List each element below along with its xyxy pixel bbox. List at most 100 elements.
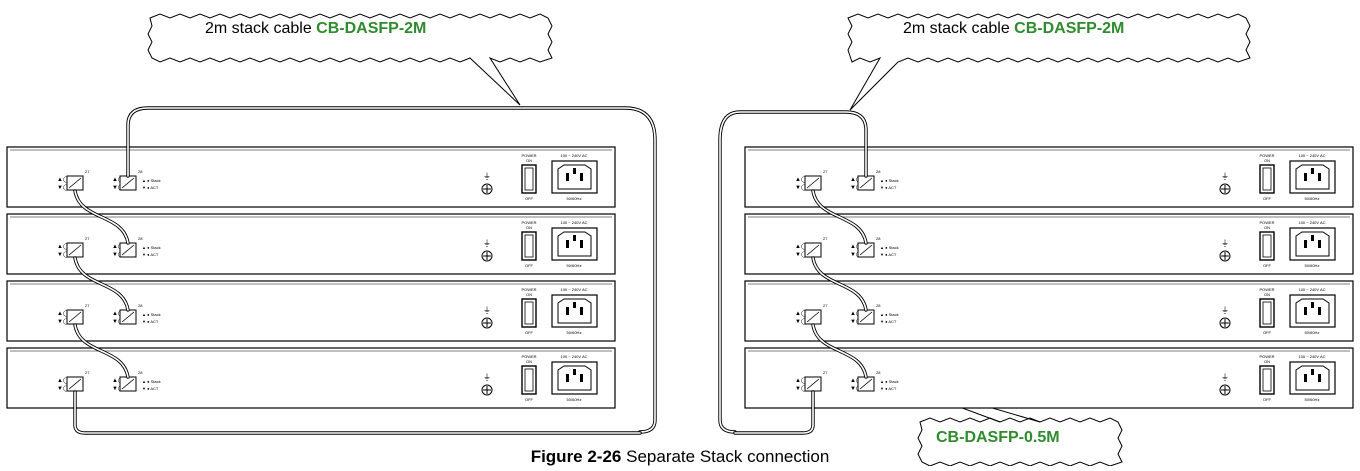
led-icon: ▲◯ xyxy=(112,243,125,250)
ac-pin xyxy=(1311,302,1314,308)
port-label-27: 27 xyxy=(823,370,828,375)
ac-inlet-socket xyxy=(1295,365,1330,391)
callout-bubble xyxy=(147,13,553,106)
led-stack-label: ▲ ● Stack xyxy=(142,245,161,250)
ground-screw-cross xyxy=(483,252,491,260)
power-on-label: POWER xyxy=(1259,354,1274,359)
port-label-27: 27 xyxy=(823,236,828,241)
switch-chassis xyxy=(6,146,616,208)
port-label-28: 28 xyxy=(876,370,881,375)
ac-pin xyxy=(1311,235,1314,241)
led-act-label: ▼ ● ACT xyxy=(880,386,897,391)
ac-freq-label: 50/60Hz xyxy=(1305,263,1320,268)
ground-screw-cross xyxy=(483,386,491,394)
power-on-label: ON xyxy=(1264,359,1270,364)
sfp-latch xyxy=(68,311,82,323)
port-label-28: 28 xyxy=(138,370,143,375)
callout-text-short: CB-DASFP-0.5M xyxy=(936,429,1060,447)
ground-symbol: ⏚ xyxy=(1221,373,1229,382)
led-act-label: ▼ ● ACT xyxy=(142,252,159,257)
ground-symbol: ⏚ xyxy=(1221,172,1229,181)
led-icon: ▲◯ xyxy=(850,243,863,250)
led-stack-label: ▲ ● Stack xyxy=(880,312,899,317)
led-icon: ▼◯ xyxy=(850,385,863,392)
ac-pin xyxy=(580,240,583,248)
power-off-label: OFF xyxy=(525,263,534,268)
callout-2m-right xyxy=(847,13,1251,111)
ac-pin xyxy=(573,302,576,308)
callout-text-left: 2m stack cable CB-DASFP-2M xyxy=(205,20,426,38)
port-label-27: 27 xyxy=(85,303,90,308)
led-icon: ▼◯ xyxy=(795,385,808,392)
power-rocker xyxy=(1262,301,1272,325)
power-off-label: OFF xyxy=(1263,330,1272,335)
power-on-label: POWER xyxy=(1259,220,1274,225)
figure-title: Separate Stack connection xyxy=(621,447,830,466)
led-stack-label: ▲ ● Stack xyxy=(880,178,899,183)
led-icon: ▼◯ xyxy=(795,251,808,258)
sfp-latch xyxy=(859,378,873,390)
long-cable-left-bottom-core xyxy=(74,391,641,434)
port-label-28: 28 xyxy=(138,236,143,241)
led-act-label: ▼ ● ACT xyxy=(880,319,897,324)
ac-freq-label: 50/60Hz xyxy=(1305,330,1320,335)
power-off-label: OFF xyxy=(1263,263,1272,268)
ac-rating-label: 100 ~ 240V AC xyxy=(1298,220,1325,225)
short-stack-cable-left-core xyxy=(74,324,129,378)
led-icon: ▼◯ xyxy=(850,318,863,325)
ac-pin xyxy=(1318,240,1321,248)
power-on-label: POWER xyxy=(521,287,536,292)
cable-code: CB-DASFP-0.5M xyxy=(936,429,1060,446)
ac-pin xyxy=(580,173,583,181)
sfp-latch xyxy=(121,244,135,256)
port-label-28: 28 xyxy=(138,303,143,308)
ac-pin xyxy=(1311,168,1314,174)
ac-pin xyxy=(566,307,569,315)
switch-unit: ▲◯▼◯27▲◯▼◯28▲ ● Stack▼ ● ACT⏚POWERONOFF1… xyxy=(6,213,616,275)
ground-screw-cross xyxy=(1221,185,1229,193)
sfp-latch xyxy=(121,378,135,390)
ac-pin xyxy=(573,369,576,375)
ac-pin xyxy=(566,173,569,181)
sfp-latch xyxy=(121,177,135,189)
power-on-label: POWER xyxy=(1259,153,1274,158)
ac-pin xyxy=(1304,374,1307,382)
led-stack-label: ▲ ● Stack xyxy=(880,379,899,384)
led-icon: ▲◯ xyxy=(57,243,70,250)
led-icon: ▲◯ xyxy=(850,377,863,384)
port-label-27: 27 xyxy=(85,169,90,174)
led-act-label: ▼ ● ACT xyxy=(142,185,159,190)
sfp-latch xyxy=(859,311,873,323)
ground-symbol: ⏚ xyxy=(1221,306,1229,315)
led-icon: ▼◯ xyxy=(57,184,70,191)
ac-rating-label: 100 ~ 240V AC xyxy=(1298,354,1325,359)
ground-symbol: ⏚ xyxy=(483,306,491,315)
ac-pin xyxy=(566,240,569,248)
ac-rating-label: 100 ~ 240V AC xyxy=(560,220,587,225)
port-label-28: 28 xyxy=(138,169,143,174)
port-label-27: 27 xyxy=(85,370,90,375)
switch-chassis xyxy=(6,213,616,275)
power-off-label: OFF xyxy=(525,397,534,402)
ac-inlet-socket xyxy=(1295,231,1330,257)
short-stack-cable-left-core xyxy=(74,190,129,244)
callout-bubble xyxy=(917,417,1123,467)
led-icon: ▲◯ xyxy=(112,377,125,384)
power-rocker xyxy=(1262,234,1272,258)
switch-chassis xyxy=(744,213,1354,275)
ac-inlet-socket xyxy=(557,365,592,391)
sfp-latch xyxy=(806,244,820,256)
ac-pin xyxy=(1311,369,1314,375)
sfp-latch xyxy=(121,311,135,323)
power-rocker xyxy=(1262,368,1272,392)
ac-pin xyxy=(573,235,576,241)
led-icon: ▼◯ xyxy=(795,318,808,325)
power-off-label: OFF xyxy=(1263,397,1272,402)
ground-screw-cross xyxy=(483,185,491,193)
sfp-latch xyxy=(859,244,873,256)
power-rocker xyxy=(524,167,534,191)
led-icon: ▲◯ xyxy=(112,310,125,317)
switch-chassis xyxy=(6,280,616,342)
port-label-28: 28 xyxy=(876,236,881,241)
power-off-label: OFF xyxy=(525,196,534,201)
